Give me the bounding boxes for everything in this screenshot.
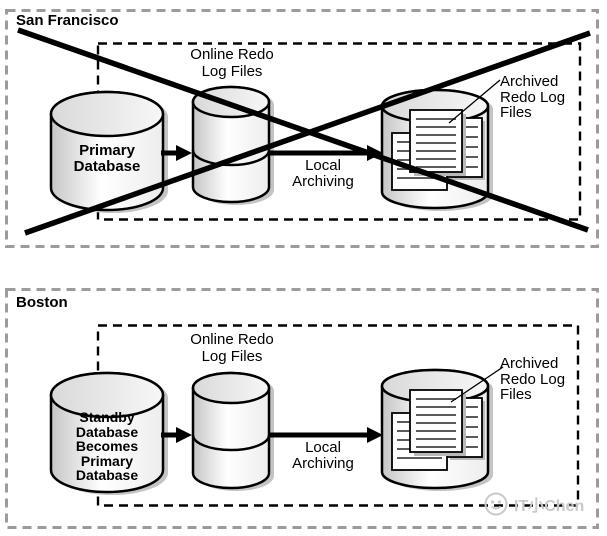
arrow-local-archiving-boston bbox=[270, 427, 383, 443]
watermark-text: IT小Chen bbox=[514, 498, 585, 515]
arrowhead bbox=[367, 427, 383, 443]
online-redo-label-sf: Online Redo Log Files bbox=[190, 46, 274, 80]
document-front bbox=[409, 109, 463, 173]
cylinder-mid-divider bbox=[191, 149, 271, 167]
archived-label-callout-sf bbox=[448, 79, 501, 124]
archived-log-documents-sf bbox=[391, 109, 485, 191]
local-archiving-label-boston: Local Archiving bbox=[292, 439, 354, 472]
section-title-san-francisco: San Francisco bbox=[16, 12, 119, 29]
arrow-standby-to-redo-boston bbox=[161, 427, 192, 443]
primary-database-cylinder bbox=[49, 90, 168, 213]
san-francisco-inner-border bbox=[96, 42, 582, 221]
watermark: IT小Chen bbox=[483, 491, 584, 517]
avatar-face-icon bbox=[484, 492, 508, 516]
archived-redo-label-boston: Archived Redo Log Files bbox=[500, 355, 566, 403]
san-francisco-outer-border bbox=[5, 9, 599, 248]
online-redo-log-cylinder-boston bbox=[191, 371, 274, 491]
standby-database-label: Standby Database Becomes Primary Databas… bbox=[75, 409, 139, 483]
archived-redo-cylinder-boston bbox=[380, 368, 493, 491]
section-title-boston: Boston bbox=[16, 294, 68, 311]
cross-line-up bbox=[24, 30, 591, 236]
archived-label-callout-boston bbox=[450, 366, 504, 403]
standby-database-cylinder bbox=[49, 371, 168, 495]
local-archiving-label-sf: Local Archiving bbox=[292, 157, 354, 190]
cylinder-mid-divider bbox=[191, 434, 271, 452]
archived-redo-label-sf: Archived Redo Log Files bbox=[500, 73, 566, 121]
online-redo-label-boston: Online Redo Log Files bbox=[190, 331, 274, 365]
cross-line-down bbox=[17, 27, 589, 233]
failure-cross bbox=[17, 27, 591, 236]
arrowhead bbox=[176, 145, 192, 161]
arrowhead bbox=[176, 427, 192, 443]
online-redo-log-cylinder-sf bbox=[191, 85, 274, 205]
primary-database-label: Primary Database bbox=[73, 142, 141, 175]
boston-outer-border bbox=[5, 288, 599, 529]
arrow-primary-to-redo-sf bbox=[161, 145, 192, 161]
